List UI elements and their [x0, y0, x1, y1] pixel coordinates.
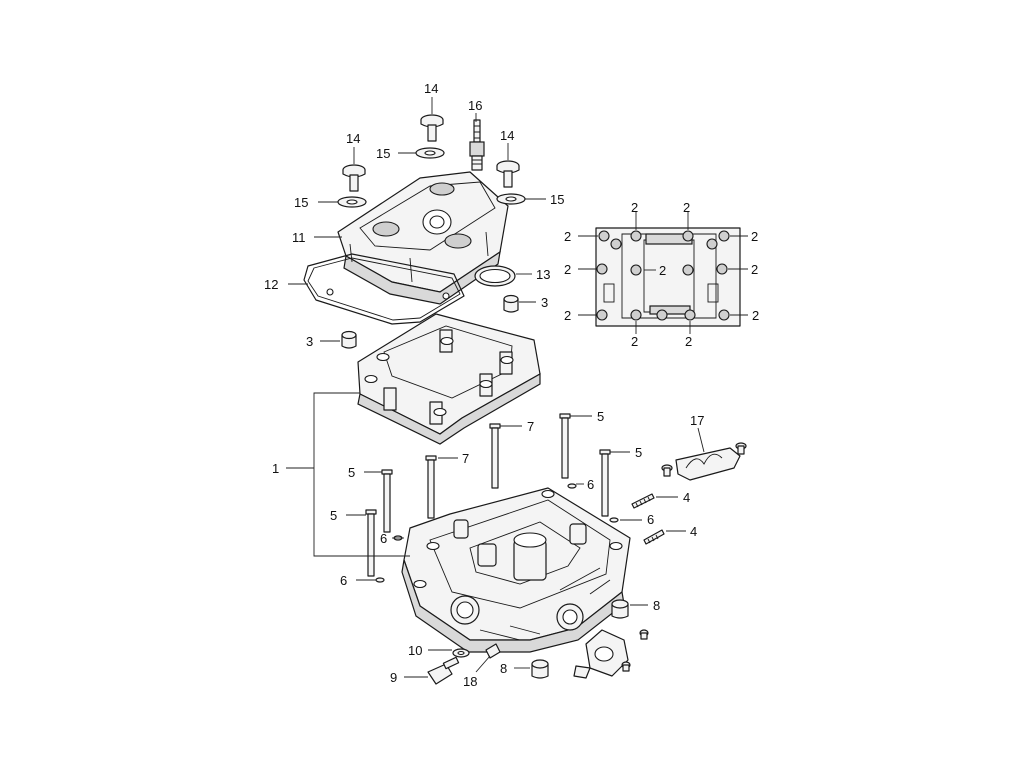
callout-6: 6	[380, 531, 387, 546]
callout-15: 15	[550, 192, 564, 207]
washer-6-c	[567, 483, 577, 489]
camshaft-holder	[357, 313, 541, 445]
callout-8: 8	[500, 661, 507, 676]
callout-7: 7	[527, 419, 534, 434]
callout-12: 12	[264, 277, 278, 292]
bracket	[661, 442, 747, 481]
washer-6-b	[375, 577, 385, 583]
dowel-pin-right	[503, 294, 519, 313]
stud-4-upper	[631, 493, 655, 509]
sealing-washer	[452, 648, 470, 658]
head-bolt-5-right	[599, 449, 611, 517]
callout-6: 6	[647, 512, 654, 527]
spark-plug	[469, 119, 485, 171]
drain-bolt	[427, 656, 460, 685]
callout-2: 2	[631, 334, 638, 349]
callout-2: 2	[631, 200, 638, 215]
cover-bolt-center	[420, 114, 444, 142]
callout-4: 4	[683, 490, 690, 505]
callout-17: 17	[690, 413, 704, 428]
callout-2: 2	[564, 308, 571, 323]
camshaft-holder-top-view	[595, 227, 741, 327]
callout-6: 6	[340, 573, 347, 588]
callout-2: 2	[564, 262, 571, 277]
head-bolt-5-left-low	[365, 509, 377, 577]
o-ring	[474, 265, 516, 287]
callout-18: 18	[463, 674, 477, 689]
callout-3: 3	[306, 334, 313, 349]
callout-1: 1	[272, 461, 279, 476]
washer-left	[337, 196, 367, 208]
washer-6-d	[609, 517, 619, 523]
callout-2: 2	[564, 229, 571, 244]
callout-labels: 14 16 14 14 15 15 15 11 12 13 3 3 1 5 5 …	[264, 81, 759, 689]
valve-cover	[337, 171, 509, 305]
water-outlet-fitting	[573, 629, 649, 679]
callout-5: 5	[348, 465, 355, 480]
callout-7: 7	[462, 451, 469, 466]
dowel-pin-left	[341, 330, 357, 349]
callout-6: 6	[587, 477, 594, 492]
callout-5: 5	[635, 445, 642, 460]
leader-lines	[286, 97, 748, 678]
callout-2: 2	[683, 200, 690, 215]
callout-3: 3	[541, 295, 548, 310]
callout-15: 15	[376, 146, 390, 161]
callout-13: 13	[536, 267, 550, 282]
head-bolt-7-center	[489, 423, 501, 489]
callout-14: 14	[500, 128, 514, 143]
valve-cover-gasket	[303, 253, 465, 325]
callout-2: 2	[659, 263, 666, 278]
callout-5: 5	[330, 508, 337, 523]
callout-14: 14	[424, 81, 438, 96]
dowel-8-right	[611, 599, 629, 619]
stud-4-lower	[643, 529, 665, 545]
callout-10: 10	[408, 643, 422, 658]
callout-16: 16	[468, 98, 482, 113]
plug	[485, 643, 501, 659]
callout-9: 9	[390, 670, 397, 685]
head-bolt-5-left-high	[381, 469, 393, 533]
head-bolt-5-center	[559, 413, 571, 479]
callout-11: 11	[292, 230, 306, 245]
washer-right	[496, 193, 526, 205]
callout-8: 8	[653, 598, 660, 613]
head-bolt-7-left	[425, 455, 437, 519]
washer-center	[415, 147, 445, 159]
callout-15: 15	[294, 195, 308, 210]
callout-2: 2	[752, 308, 759, 323]
cover-bolt-right	[496, 160, 520, 188]
callout-2: 2	[685, 334, 692, 349]
callout-2: 2	[751, 262, 758, 277]
callout-14: 14	[346, 131, 360, 146]
cylinder-head	[401, 487, 631, 653]
callout-4: 4	[690, 524, 697, 539]
callout-2: 2	[751, 229, 758, 244]
callout-5: 5	[597, 409, 604, 424]
cover-bolt-left	[342, 164, 366, 192]
dowel-8-bottom	[531, 659, 549, 679]
